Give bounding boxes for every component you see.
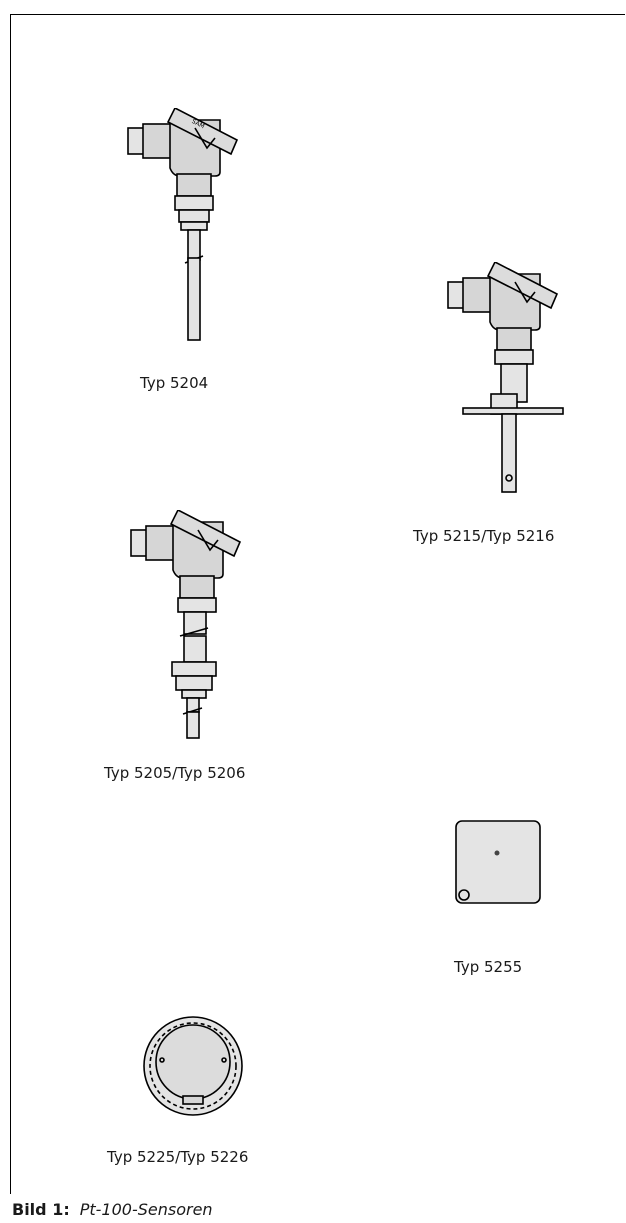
figure-caption: Bild 1: Pt-100-Sensoren (12, 1200, 213, 1219)
caption-number: Bild 1: (12, 1200, 70, 1219)
sensor-5204-drawing: SAM (127, 108, 239, 341)
label-typ-5255: Typ 5255 (454, 958, 523, 976)
label-typ-5225-5226: Typ 5225/Typ 5226 (107, 1148, 249, 1166)
label-typ-5215-5216: Typ 5215/Typ 5216 (413, 527, 555, 545)
sensor-5215-drawing (447, 262, 564, 493)
label-typ-5204: Typ 5204 (140, 374, 209, 392)
sensor-5255-drawing (455, 820, 541, 904)
label-typ-5205-5206: Typ 5205/Typ 5206 (104, 764, 246, 782)
sensor-5205-drawing (130, 510, 242, 739)
caption-title: Pt-100-Sensoren (79, 1200, 213, 1219)
sensor-5225-drawing (143, 1016, 243, 1116)
figure-frame (10, 14, 625, 1194)
